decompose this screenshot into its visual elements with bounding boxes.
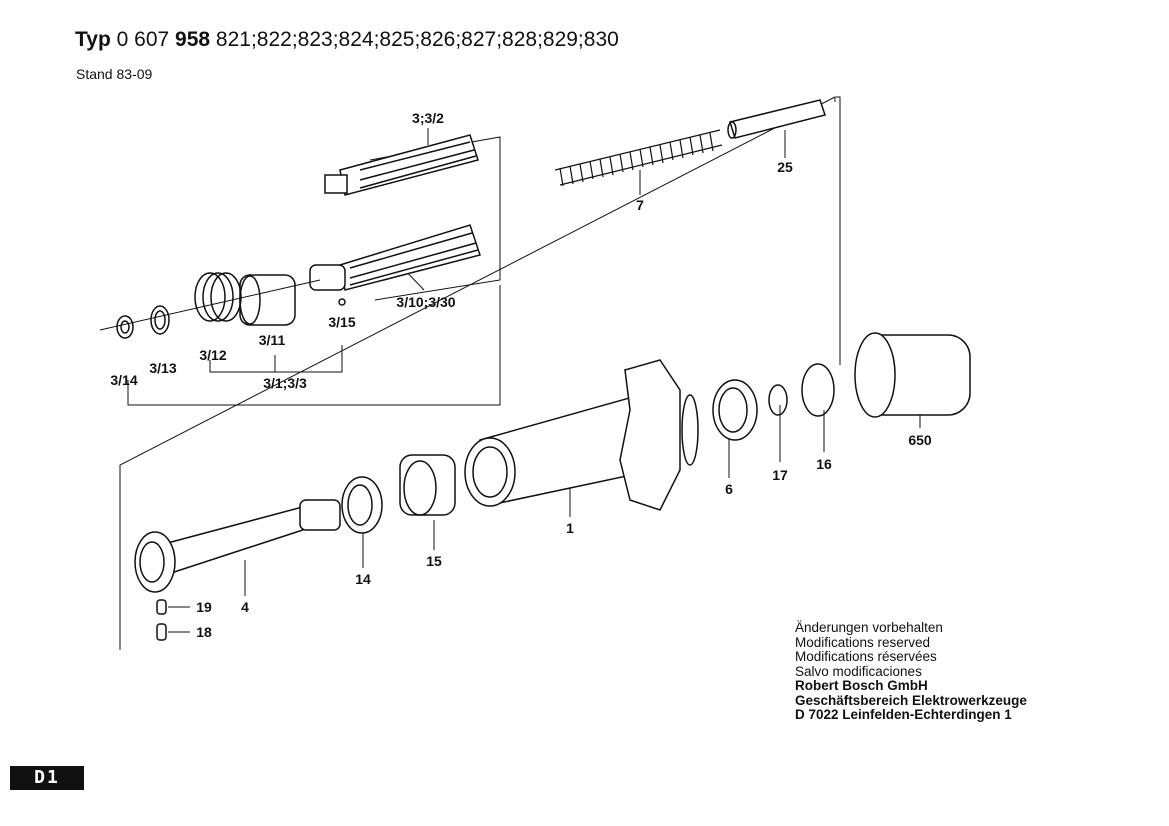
sleeve-650 xyxy=(854,332,971,418)
part-label: 1 xyxy=(566,520,574,536)
part-label: 6 xyxy=(725,481,733,497)
small-parts-row xyxy=(99,272,321,339)
company-address: D 7022 Leinfelden-Echterdingen 1 xyxy=(795,707,1012,722)
part-label: 3;3/2 xyxy=(412,110,444,126)
roller-18 xyxy=(156,623,167,641)
part-label: 19 xyxy=(196,599,212,615)
stand-date: Stand 83-09 xyxy=(76,66,153,82)
part-label: 3/10;3/30 xyxy=(396,294,456,310)
spindle-4 xyxy=(134,499,341,593)
spring-7 xyxy=(554,129,723,187)
ring-14 xyxy=(341,476,383,534)
part-label: 7 xyxy=(636,197,644,213)
part-label: 3/14 xyxy=(110,372,138,388)
part-label: 3/11 xyxy=(258,332,286,348)
housing-1 xyxy=(464,359,699,511)
notice-de: Änderungen vorbehalten xyxy=(795,620,943,635)
needle-bearing-15 xyxy=(399,454,456,516)
typ-prefix: 0 607 xyxy=(116,28,170,51)
spline-shaft-3-10 xyxy=(309,224,481,306)
typ-number: 958 xyxy=(175,28,211,51)
part-label: 3/1;3/3 xyxy=(263,375,307,391)
part-label: 17 xyxy=(772,467,788,483)
part-label: 25 xyxy=(777,159,793,175)
bearing-6 xyxy=(712,379,758,441)
leader-frames xyxy=(119,96,921,650)
part-label: 3/12 xyxy=(199,347,227,363)
roller-19 xyxy=(156,599,167,615)
part-label: 3/15 xyxy=(328,314,356,330)
notice-es: Salvo modificaciones xyxy=(795,663,922,679)
company-name: Robert Bosch GmbH xyxy=(795,678,928,693)
notice-fr: Modifications réservées xyxy=(795,649,937,664)
part-label: 18 xyxy=(196,624,212,640)
part-label: 16 xyxy=(816,456,832,472)
spline-shaft-3-3-2 xyxy=(324,134,479,196)
typ-variants: 821;822;823;824;825;826;827;828;829;830 xyxy=(215,28,619,51)
retaining-ring-16 xyxy=(801,363,835,417)
typ-label: Typ xyxy=(75,28,111,51)
notice-en: Modifications reserved xyxy=(795,634,931,650)
pin-25 xyxy=(727,99,826,139)
footer-notice: Änderungen vorbehalten Modifications res… xyxy=(795,620,1027,723)
part-label: 15 xyxy=(426,553,442,569)
part-label: 650 xyxy=(908,432,932,448)
part-label: 14 xyxy=(355,571,371,587)
retaining-ring-17 xyxy=(768,384,788,416)
part-label: 4 xyxy=(241,599,249,615)
company-division: Geschäftsbereich Elektrowerkzeuge xyxy=(795,692,1027,708)
page-badge: D1 xyxy=(10,766,84,790)
type-heading: Typ 0 607 958 821;822;823;824;825;826;82… xyxy=(75,28,619,52)
part-label: 3/13 xyxy=(149,360,177,376)
